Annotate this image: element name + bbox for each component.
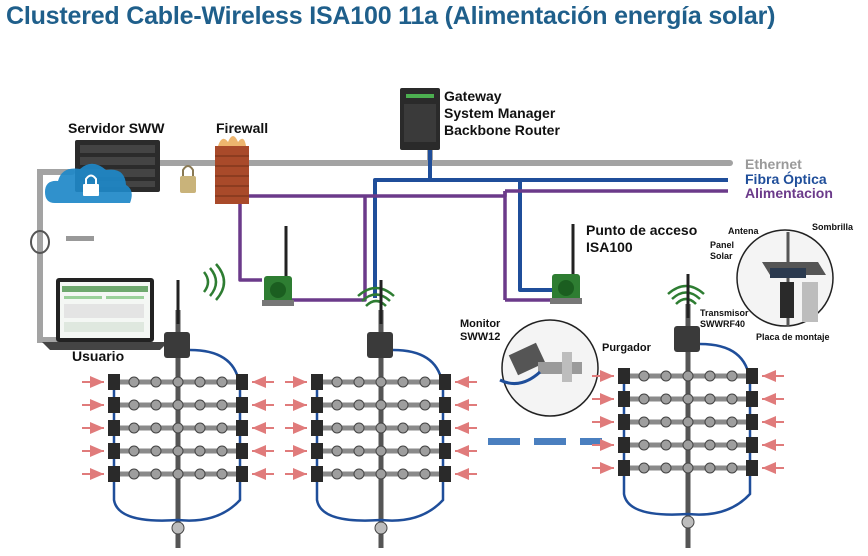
access-point-label: Punto de acceso ISA100 [586, 222, 698, 255]
legend-fibra: Fibra Óptica [745, 171, 827, 187]
purgador-label: Purgador [602, 342, 651, 354]
access-point-left [262, 226, 294, 306]
panel-solar-label: Panel Solar [710, 240, 735, 261]
wireless-icon [202, 263, 705, 307]
antena-label: Antena [728, 226, 759, 236]
servidor-label: Servidor SWW [68, 120, 165, 136]
page-title: Clustered Cable-Wireless ISA100 11a (Ali… [6, 2, 776, 30]
monitor-label: Monitor SWW12 [460, 318, 501, 343]
placa-label: Placa de montaje [756, 332, 830, 342]
sombrilla-label: Sombrilla [812, 222, 854, 232]
cloud-icon [45, 163, 132, 203]
solar-zoom-circle [736, 229, 834, 327]
valve-cluster [592, 274, 784, 548]
legend-alimentacion: Alimentacion [745, 185, 833, 201]
gateway-device [400, 88, 440, 150]
transmisor-label: Transmisor SWWRF40 [700, 308, 749, 329]
valve-cluster [82, 280, 274, 548]
monitor-zoom-circle [499, 319, 599, 417]
laptop-icon [42, 278, 168, 350]
firewall-label: Firewall [216, 120, 269, 136]
continuation-dashes [488, 438, 602, 445]
fiber-optic-line [373, 150, 728, 298]
gateway-label: Gateway System Manager Backbone Router [444, 88, 560, 138]
coil-icon [30, 230, 94, 254]
firewall-brick [215, 136, 249, 204]
valve-cluster [285, 280, 477, 548]
padlock-icon [180, 165, 196, 193]
access-point-isa100 [550, 224, 582, 304]
usuario-label: Usuario [72, 348, 125, 364]
legend-ethernet: Ethernet [745, 156, 802, 172]
